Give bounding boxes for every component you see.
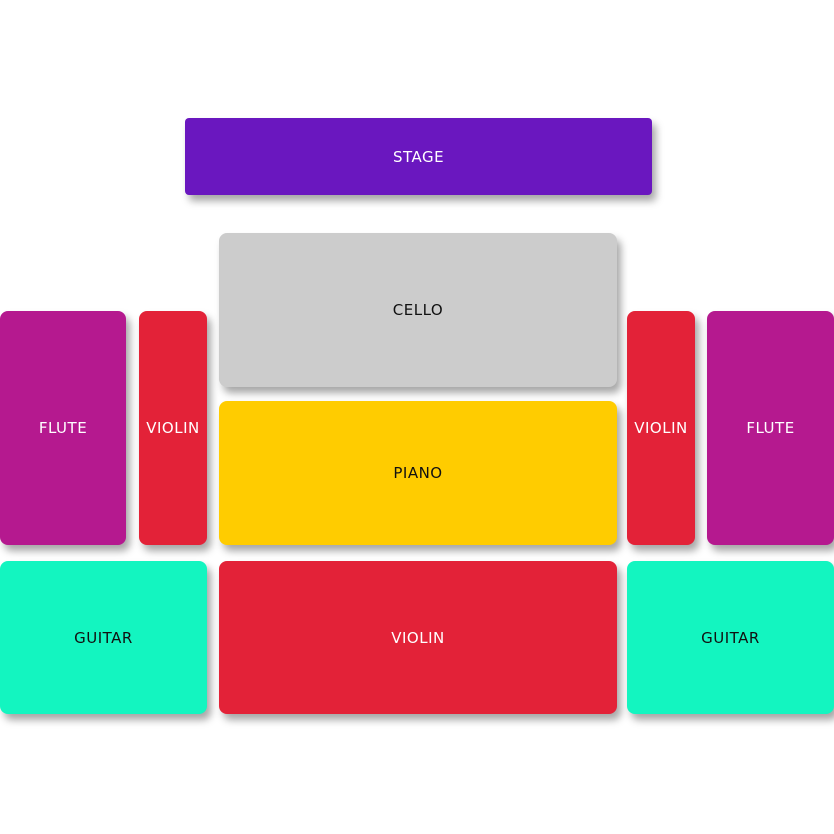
section-label-cello: CELLO [392,301,444,319]
section-violin-right[interactable]: VIOLIN [627,311,695,545]
stage-label: STAGE [392,147,445,166]
section-label-violin-left: VIOLIN [146,419,200,437]
section-violin-center[interactable]: VIOLIN [219,561,617,714]
section-label-piano: PIANO [393,464,443,482]
section-flute-right[interactable]: FLUTE [707,311,834,545]
section-label-violin-center: VIOLIN [391,628,445,647]
section-violin-left[interactable]: VIOLIN [139,311,207,545]
section-label-flute-right: FLUTE [746,419,795,437]
section-piano[interactable]: PIANO [219,401,617,545]
section-guitar-left[interactable]: GUITAR [0,561,207,714]
section-label-violin-right: VIOLIN [634,419,688,437]
section-label-guitar-left: GUITAR [74,628,133,647]
stage-area: STAGE [185,118,652,195]
section-cello[interactable]: CELLO [219,233,617,387]
section-label-flute-left: FLUTE [38,419,88,437]
section-flute-left[interactable]: FLUTE [0,311,126,545]
section-label-guitar-right: GUITAR [701,628,760,647]
section-guitar-right[interactable]: GUITAR [627,561,834,714]
